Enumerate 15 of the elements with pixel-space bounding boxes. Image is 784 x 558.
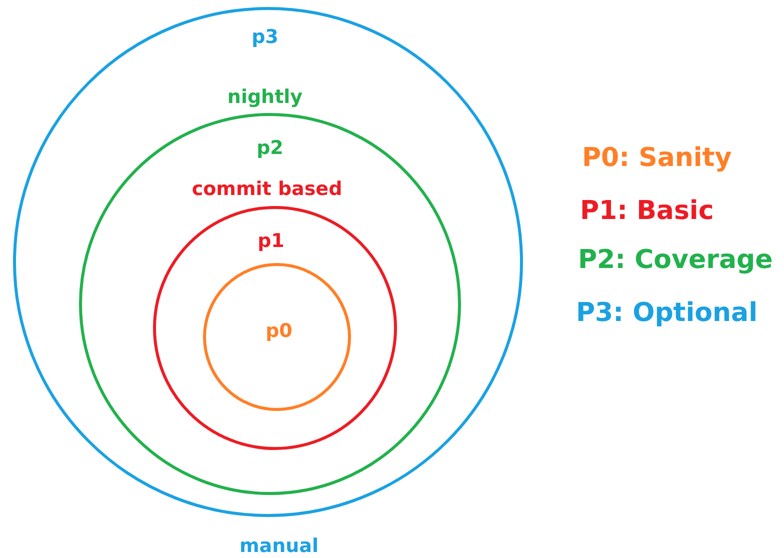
legend-entry: P3: Optional	[576, 298, 758, 328]
legend-entry: P2: Coverage	[578, 245, 773, 275]
circle-label: p1	[258, 230, 284, 252]
ring-caption: commit based	[192, 178, 342, 200]
legend-entry: P1: Basic	[580, 196, 714, 226]
circle-ring	[13, 7, 523, 517]
circle-ring	[203, 263, 351, 411]
circle-label: p2	[256, 137, 284, 159]
ring-caption: nightly	[227, 86, 303, 108]
circle-ring	[153, 206, 397, 450]
circle-ring	[79, 113, 461, 495]
ring-caption: manual	[240, 535, 318, 557]
circle-label: p3	[252, 26, 278, 48]
circle-label: p0	[266, 320, 292, 342]
legend-entry: P0: Sanity	[582, 143, 732, 173]
